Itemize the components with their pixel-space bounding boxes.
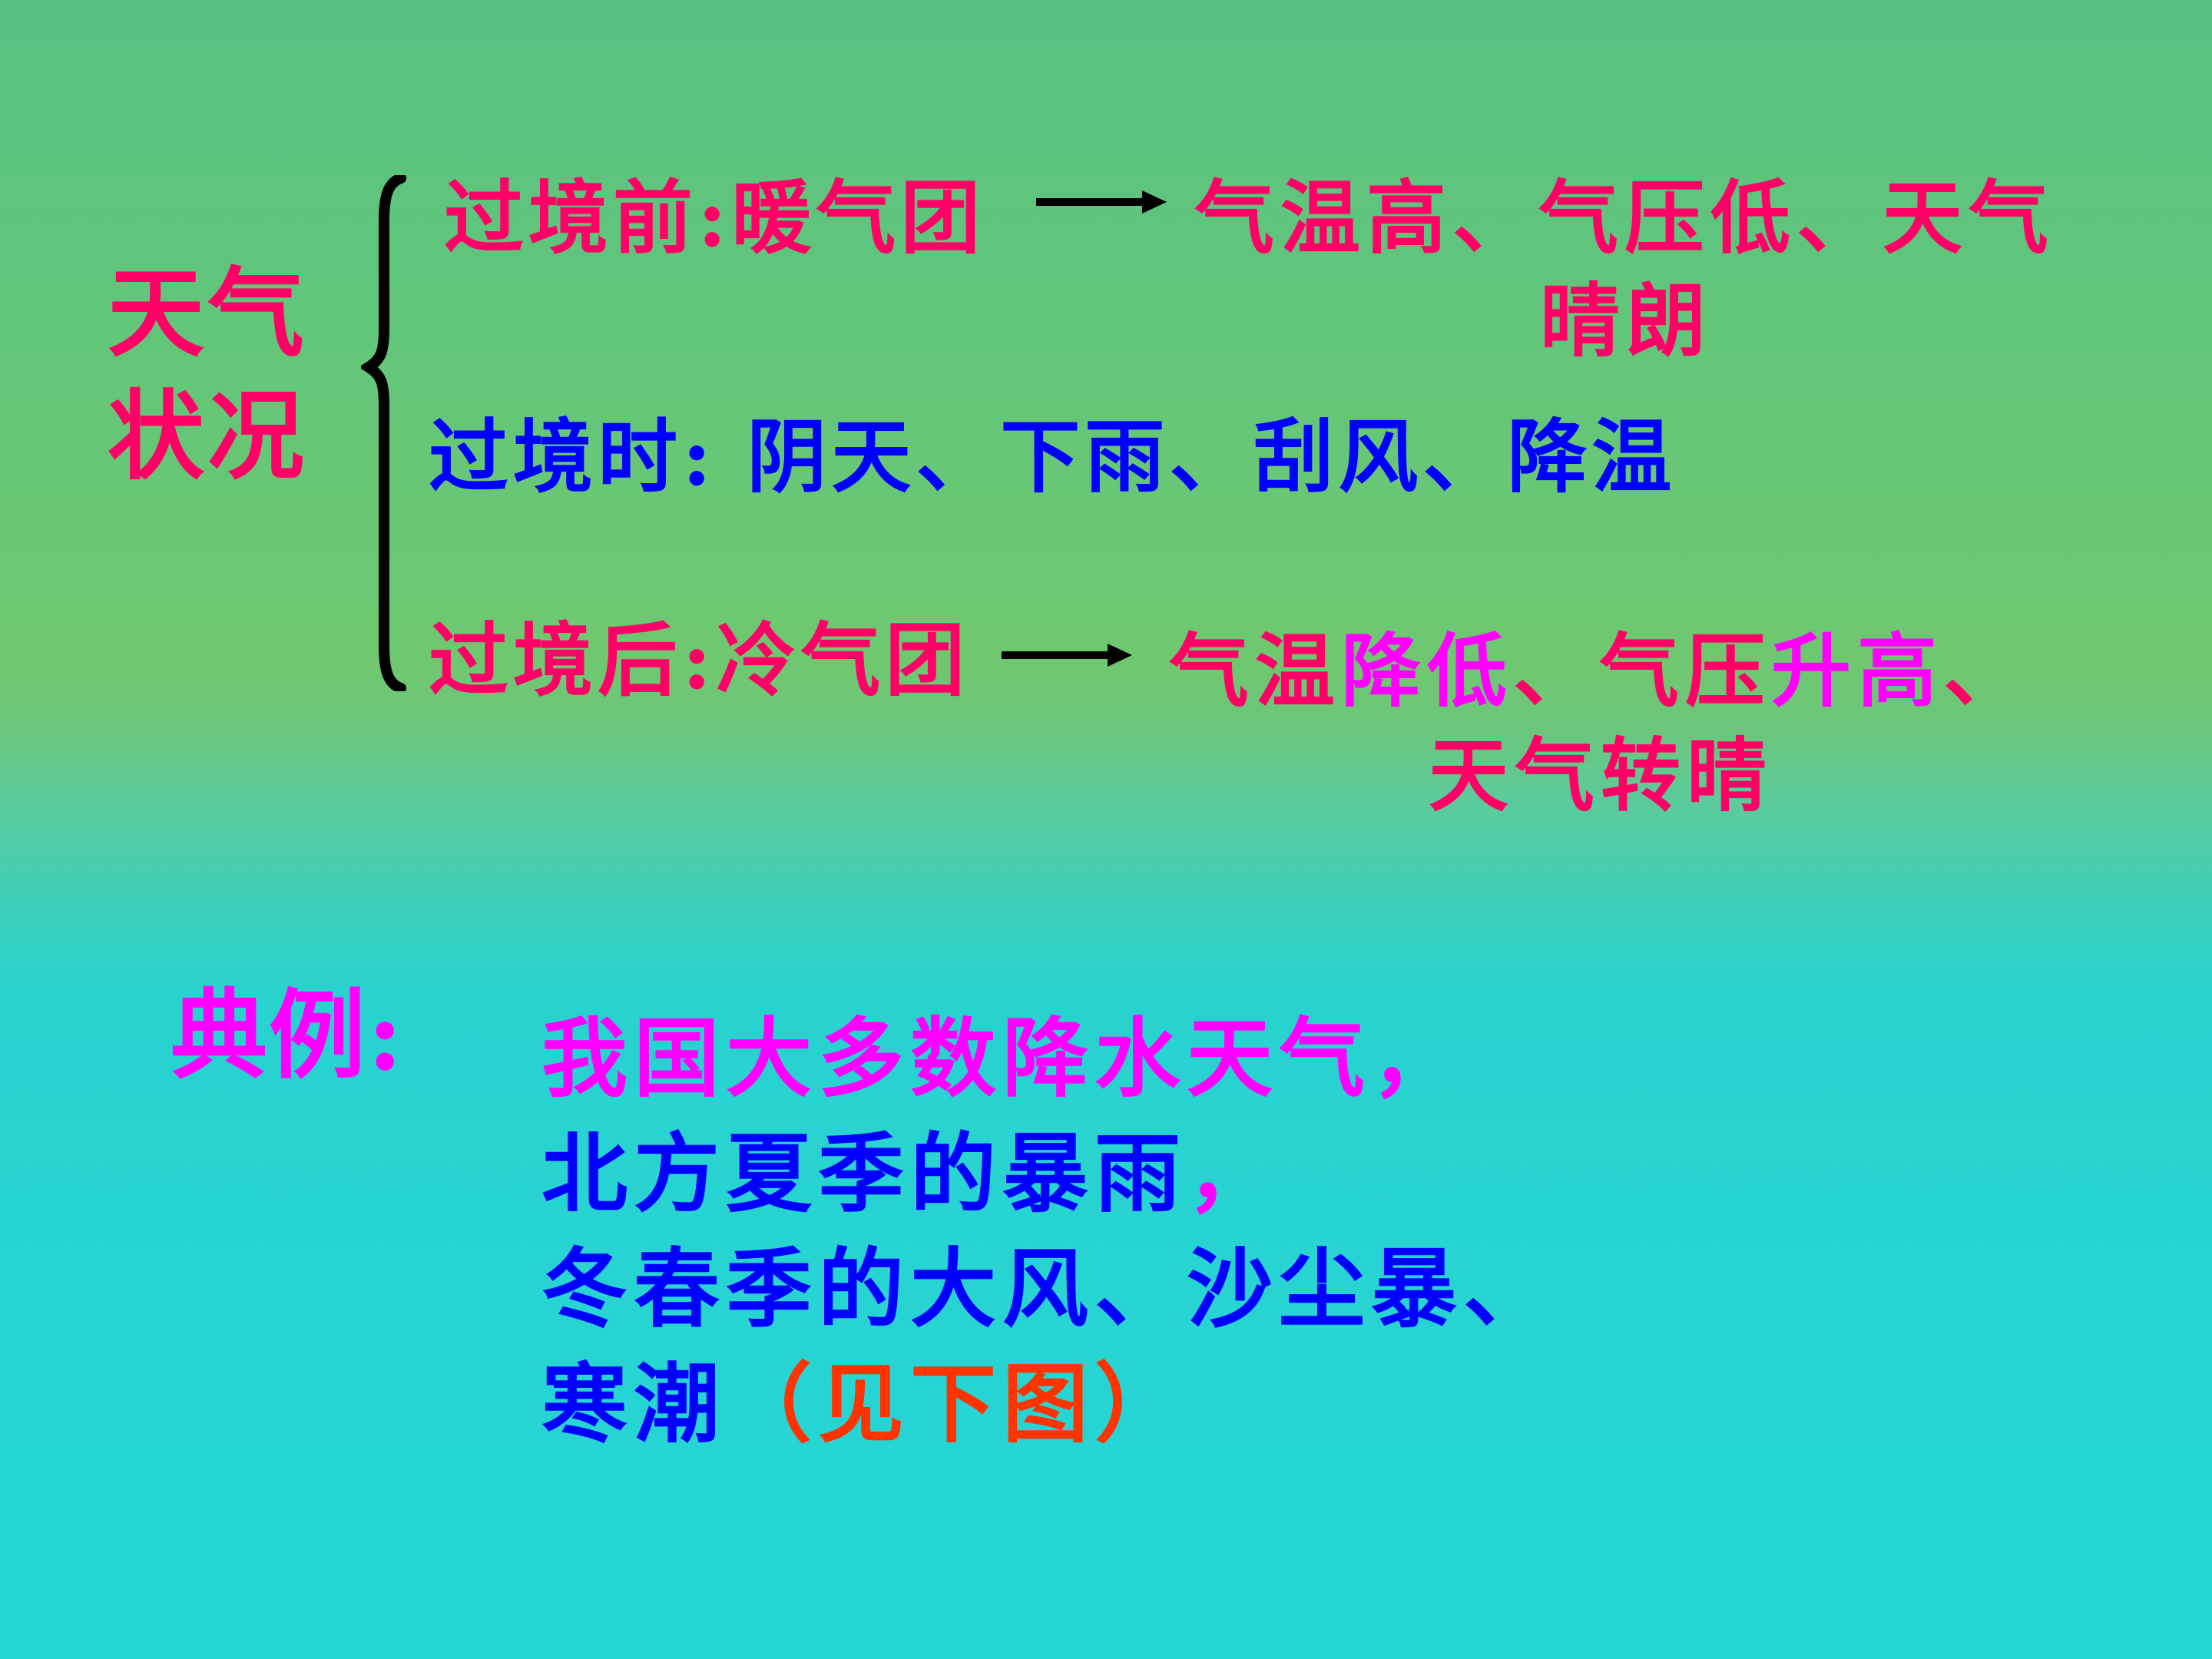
row-during-group: 过境时:阴天、下雨、刮风、降温 (429, 417, 1676, 497)
example-line-3-text: 冬春季的大风、沙尘暴、 (541, 1239, 1555, 1339)
result-part-temperature: 气温 (1169, 624, 1342, 718)
see-figure-below-note: （见下图） (726, 1354, 1187, 1455)
row-after-label-group: 过境后:冷气团 (429, 621, 969, 700)
example-line-1: 我国大多数降水天气， (541, 1016, 1463, 1102)
result-part-pressure: 、气压 (1513, 624, 1772, 718)
example-line-3: 冬春季的大风、沙尘暴、 (541, 1247, 1555, 1333)
row-before-result-line1: 气温高、气压低、天气 (1194, 171, 2055, 265)
row-before-label-group: 过境前:暖气团 (444, 178, 985, 258)
title-line-2: 状况 (108, 379, 307, 493)
weather-conditions-title: 天气 状况 (108, 265, 307, 511)
examples-label: 典例: (171, 979, 405, 1092)
example-line-4: 寒潮（见下图） (541, 1362, 1187, 1448)
arrow-right-icon (1002, 644, 1132, 667)
row-before-air-mass: 暖气团 (731, 171, 985, 265)
example-line-2-comma: ， (1187, 1124, 1279, 1224)
example-line-4-text: 寒潮 (541, 1354, 726, 1455)
row-after-result-line2: 天气转晴 (1429, 728, 1773, 823)
result-part-rises: 升高 (1771, 624, 1944, 718)
result-part-drops: 降低 (1341, 624, 1514, 718)
row-before-label: 过境前: (444, 171, 732, 265)
example-line-2-text: 北方夏季的暴雨 (541, 1124, 1187, 1224)
curly-brace-icon (361, 175, 406, 691)
row-after-result-line1: 气温降低、气压升高、 (1169, 631, 2029, 711)
example-line-2: 北方夏季的暴雨， (541, 1131, 1279, 1217)
arrow-right-icon (1036, 190, 1167, 214)
result-part-comma: 、 (1943, 624, 2030, 718)
row-during-label: 过境时: (429, 409, 717, 504)
row-after-air-mass: 冷气团 (716, 613, 970, 707)
title-line-1: 天气 (108, 257, 307, 370)
row-during-result: 阴天、下雨、刮风、降温 (747, 409, 1677, 504)
example-line-1-text: 我国大多数降水天气， (541, 1008, 1463, 1109)
row-after-label: 过境后: (429, 613, 717, 707)
row-before-result-line2: 晴朗 (1540, 273, 1713, 368)
